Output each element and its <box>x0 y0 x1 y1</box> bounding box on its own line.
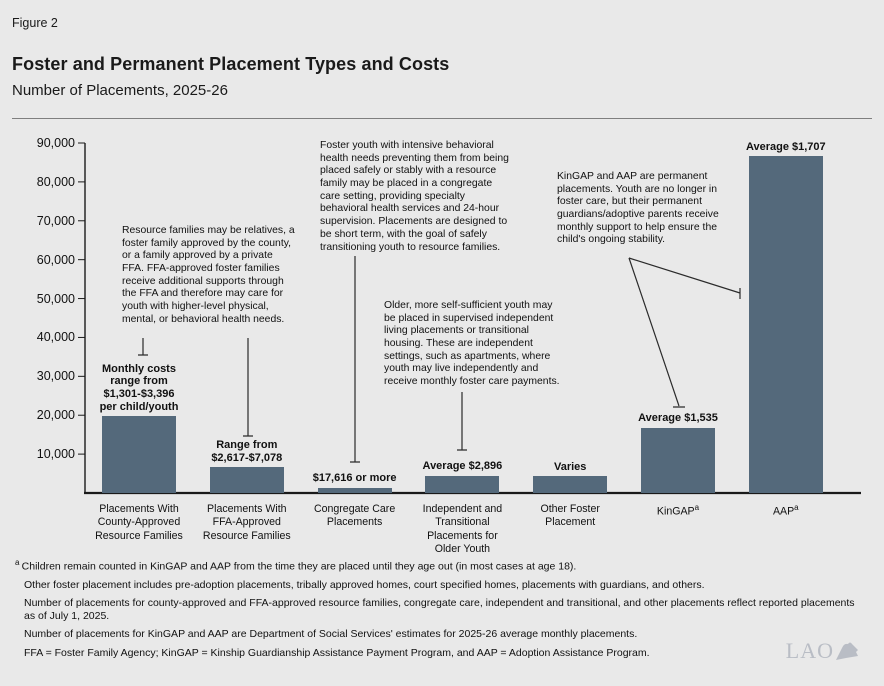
footnote-item: Other foster placement includes pre-adop… <box>24 578 705 591</box>
leader-line-aap <box>628 257 741 299</box>
page-title: Foster and Permanent Placement Types and… <box>12 54 450 74</box>
y-tick-label: 80,000 <box>36 174 75 189</box>
lao-logo: LAO <box>786 638 860 664</box>
footnote-marker: a <box>694 503 700 512</box>
category-label: Other Foster Placement <box>540 503 600 529</box>
annotation-text: Foster youth with intensive behavioral h… <box>320 140 509 253</box>
footnote-item: a Children remain counted in KinGAP and … <box>15 558 577 573</box>
footnote-item: FFA = Foster Family Agency; KinGAP = Kin… <box>24 646 650 659</box>
footnote-item: Number of placements for KinGAP and AAP … <box>24 628 638 641</box>
bar <box>209 467 284 493</box>
annotation-text: Older, more self-sufficient youth may be… <box>384 300 560 388</box>
footnote-item: Number of placements for county-approved… <box>24 596 855 623</box>
y-tick-label: 70,000 <box>36 213 75 228</box>
bar-cost-label: Range from $2,617-$7,078 <box>211 439 283 464</box>
category-label: Placements With County-Approved Resource… <box>95 503 183 542</box>
category-label: AAPa <box>772 503 799 518</box>
bar <box>317 487 392 493</box>
footnotes-block: a Children remain counted in KinGAP and … <box>12 558 868 665</box>
leader-line-independent-transitional <box>457 392 467 451</box>
bar-cost-label: Average $2,896 <box>422 459 503 472</box>
bar-cost-label: Varies <box>553 460 587 473</box>
y-tick-label: 40,000 <box>36 330 75 345</box>
lao-logo-text: LAO <box>785 638 834 663</box>
bar-cost-label: Average $1,707 <box>745 140 826 153</box>
bar <box>641 428 715 493</box>
y-tick-label: 50,000 <box>36 291 75 306</box>
page-subtitle: Number of Placements, 2025-26 <box>12 82 228 99</box>
y-tick-label: 20,000 <box>36 408 75 423</box>
y-tick-label: 60,000 <box>36 252 75 267</box>
category-label: Independent and Transitional Placements … <box>422 503 503 556</box>
category-label: Congregate Care Placements <box>313 503 396 529</box>
bar <box>533 476 608 493</box>
leader-line-kingap <box>628 257 685 408</box>
annotation-text: Resource families may be relatives, a fo… <box>122 225 295 325</box>
bar-cost-label: Average $1,535 <box>638 412 718 425</box>
leader-line-resource-families-ffa <box>243 338 253 437</box>
bar-cost-label: $17,616 or more <box>312 471 397 484</box>
bar <box>425 475 500 493</box>
leader-line-congregate-care <box>350 256 360 463</box>
bar <box>748 156 823 493</box>
category-label: Placements With FFA-Approved Resource Fa… <box>202 503 291 542</box>
y-tick-label: 10,000 <box>36 447 75 462</box>
header-divider <box>12 118 872 119</box>
figure-number: Figure 2 <box>12 16 58 30</box>
footnote-marker: a <box>794 503 799 512</box>
lao-bear-icon <box>836 642 858 660</box>
category-label: KinGAPa <box>656 503 700 518</box>
bar-cost-label: Monthly costs range from $1,301-$3,396 p… <box>99 362 179 413</box>
y-tick-label: 90,000 <box>36 136 75 150</box>
footnote-marker: a <box>15 558 22 567</box>
leader-line-resource-families-county <box>138 338 148 356</box>
bar <box>102 416 176 493</box>
y-tick-label: 30,000 <box>36 369 75 384</box>
annotation-text: KinGAP and AAP are permanent placements.… <box>557 171 719 246</box>
